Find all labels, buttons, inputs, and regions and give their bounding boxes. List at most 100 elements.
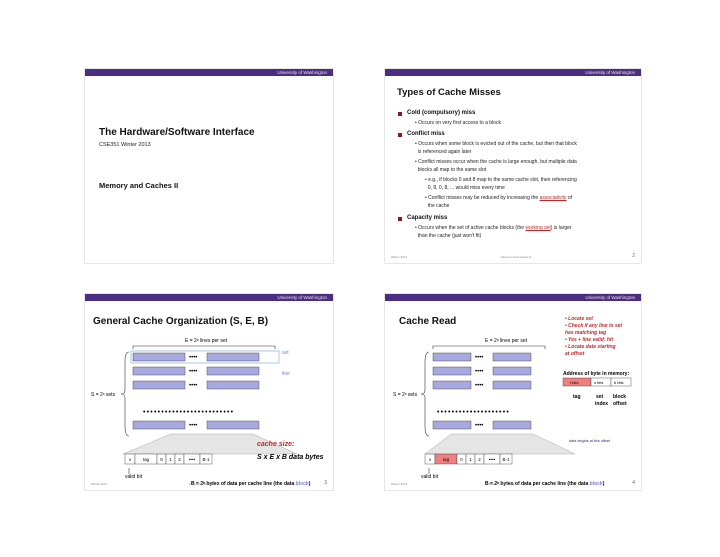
university-label: University of Washington xyxy=(585,295,635,300)
slide-2: University of Washington Types of Cache … xyxy=(384,68,642,264)
capacity-miss-heading: Capacity miss xyxy=(397,215,448,221)
tag-field-label: tag xyxy=(573,394,581,400)
expansion-wedge xyxy=(122,433,298,455)
b-bits-label: b bits xyxy=(614,380,624,385)
university-label: University of Washington xyxy=(277,70,327,75)
cache-line-block xyxy=(132,420,186,430)
page-number: 3 xyxy=(324,480,327,486)
slide-3: University of Washington General Cache O… xyxy=(84,293,334,491)
working-set-link[interactable]: working set xyxy=(525,225,551,231)
cache-read-diagram: • Locate set• Check if any line in set h… xyxy=(393,316,632,487)
slide-title: Cache Read xyxy=(399,316,457,327)
cache-line-block xyxy=(492,366,532,376)
read-step: • Check if any line in set xyxy=(565,323,622,329)
cache-line-block xyxy=(432,380,472,390)
cache-line-cell-label: 2 xyxy=(478,457,481,462)
cache-line-cell-label: B-1 xyxy=(202,457,210,462)
line-separator-dots: •••• xyxy=(475,369,483,375)
offset-field-label: offset xyxy=(613,401,627,407)
line-separator-dots: •••• xyxy=(475,383,483,389)
cache-line-block xyxy=(206,366,260,376)
header-band: University of Washington xyxy=(385,294,641,301)
header-band: University of Washington xyxy=(85,294,333,301)
more-sets-dots: •••••••••••••••••••• xyxy=(437,409,510,416)
t-bits-label: t bits xyxy=(570,380,578,385)
topic-title: Memory and Caches II xyxy=(99,181,179,190)
cache-size-formula: S x E x B data bytes xyxy=(257,454,324,461)
cold-miss-heading: Cold (compulsory) miss xyxy=(397,110,476,116)
slide-4: University of Washington Cache Read • Lo… xyxy=(384,293,642,491)
cache-line-block xyxy=(492,352,532,362)
cache-line-cell-label: v xyxy=(129,457,132,462)
page-number: 4 xyxy=(632,480,635,486)
cache-line-block xyxy=(132,380,186,390)
footer-topic: Memory and Caches II xyxy=(501,255,532,259)
cache-line-cell-label: tag xyxy=(443,457,450,462)
lines-per-set-label: E = 2ᵉ lines per set xyxy=(485,338,528,344)
slide-1: University of Washington The Hardware/So… xyxy=(84,68,334,264)
s-bits-label: s bits xyxy=(594,380,603,385)
university-label: University of Washington xyxy=(585,70,635,75)
address-title: Address of byte in memory: xyxy=(563,371,629,377)
conflict-detail-1: • Occurs when some block is evicted out … xyxy=(415,141,577,155)
cache-line-cell xyxy=(499,453,513,465)
valid-bit-label: valid bit xyxy=(421,474,439,480)
cache-line-block xyxy=(492,420,532,430)
cache-line-block xyxy=(492,380,532,390)
data-begins-label: data begins at this offset xyxy=(569,439,611,443)
read-step: • Locate set xyxy=(565,316,593,322)
cache-line-cell-label: 0 xyxy=(160,457,163,462)
cache-rows: •••• •••• •••• •••• xyxy=(132,352,260,430)
cache-size-title: cache size: xyxy=(257,441,294,448)
line-separator-dots: •••• xyxy=(189,369,197,375)
bytes-caption: B = 2ᵇ bytes of data per cache line (the… xyxy=(191,481,311,487)
sets-label: S = 2ˢ sets xyxy=(91,392,116,398)
line-separator-dots: •••• xyxy=(475,423,483,429)
cache-line-cell-label: B-1 xyxy=(502,457,510,462)
e-bracket xyxy=(432,345,546,349)
valid-bit-label: valid bit xyxy=(125,474,143,480)
capacity-detail: • Occurs when the set of active cache bl… xyxy=(415,225,572,239)
cache-line-block xyxy=(432,352,472,362)
bytes-caption: B = 2ᵇ bytes of data per cache line (the… xyxy=(485,481,605,487)
s-brace xyxy=(120,351,130,437)
expansion-wedge xyxy=(424,433,576,455)
conflict-detail-2: • Conflict misses occur when the cache i… xyxy=(415,159,577,173)
cache-line-block xyxy=(132,352,186,362)
footer-date: Winter 2013 xyxy=(91,482,108,486)
cache-organization-diagram: E = 2ᵉ lines per set S = 2ˢ sets set lin… xyxy=(91,338,324,487)
line-separator-dots: •••• xyxy=(189,423,197,429)
associativity-link[interactable]: associativity xyxy=(539,195,567,201)
more-sets-dots: ••••••••••••••••••••••••• xyxy=(143,409,234,416)
cache-line-block xyxy=(206,352,260,362)
read-step: • Yes + line valid: hit xyxy=(565,337,613,343)
slide-title: Types of Cache Misses xyxy=(397,87,501,98)
cold-miss-detail: • Occurs on very first access to a block xyxy=(415,120,501,126)
e-bracket xyxy=(132,345,276,349)
course-label: CSE351 Winter 2013 xyxy=(99,142,151,148)
university-label: University of Washington xyxy=(277,295,327,300)
line-separator-dots: •••• xyxy=(189,383,197,389)
cache-line-cell-label: tag xyxy=(143,457,150,462)
footer-topic: Memory and Caches II xyxy=(489,482,520,486)
read-step: has matching tag xyxy=(565,330,606,336)
read-steps: • Locate set• Check if any line in set h… xyxy=(565,316,622,357)
sets-label: S = 2ˢ sets xyxy=(393,392,418,398)
cache-line-cell-label: •••• xyxy=(189,457,196,462)
lines-per-set-label: E = 2ᵉ lines per set xyxy=(185,338,228,344)
set-label: set xyxy=(282,350,289,356)
line-separator-dots: •••• xyxy=(189,355,197,361)
cache-line-block xyxy=(206,420,260,430)
set-field-label: set xyxy=(596,394,604,400)
slide-title: General Cache Organization (S, E, B) xyxy=(93,316,269,327)
block-field-label: block xyxy=(613,394,626,400)
read-step: • Locate data starting xyxy=(565,344,616,350)
cache-line-block xyxy=(206,380,260,390)
conflict-detail-4: • Conflict misses may be reduced by incr… xyxy=(425,195,573,209)
cache-rows: •••• •••• •••• •••• xyxy=(432,352,532,430)
cache-line-cell-label: 1 xyxy=(469,457,472,462)
line-separator-dots: •••• xyxy=(475,355,483,361)
page-number: 2 xyxy=(632,253,635,259)
s-brace xyxy=(420,351,430,437)
